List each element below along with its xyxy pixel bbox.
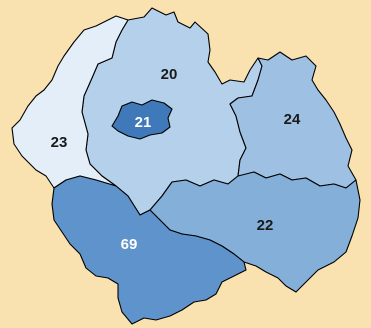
region-label-21: 21 bbox=[135, 114, 152, 131]
region-label-20: 20 bbox=[161, 66, 178, 83]
region-label-69: 69 bbox=[121, 236, 138, 253]
region-label-22: 22 bbox=[257, 217, 274, 234]
region-69[interactable] bbox=[51, 175, 247, 325]
region-21[interactable] bbox=[111, 99, 173, 140]
region-label-23: 23 bbox=[51, 134, 68, 151]
region-label-24: 24 bbox=[284, 111, 301, 128]
